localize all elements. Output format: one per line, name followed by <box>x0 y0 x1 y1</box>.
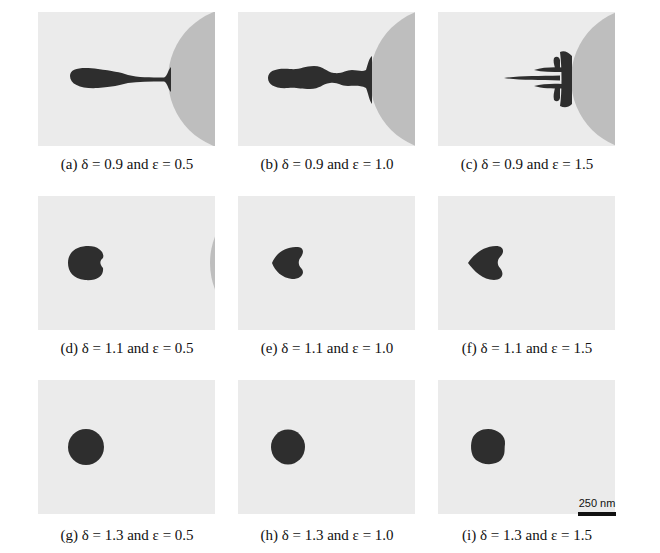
panel-caption: (f) δ = 1.1 and ε = 1.5 <box>462 339 593 357</box>
panel-caption: (i) δ = 1.3 and ε = 1.5 <box>462 526 592 544</box>
panel-f <box>438 196 615 330</box>
panel-e <box>238 196 415 330</box>
panel-h <box>238 380 415 514</box>
panel-c <box>438 12 615 146</box>
panel-caption: (g) δ = 1.3 and ε = 0.5 <box>60 526 193 544</box>
panel-g <box>38 380 215 514</box>
panel-caption: (b) δ = 0.9 and ε = 1.0 <box>260 155 393 173</box>
panel-caption: (h) δ = 1.3 and ε = 1.0 <box>260 526 393 544</box>
scale-bar <box>578 512 616 516</box>
panel-caption: (d) δ = 1.1 and ε = 0.5 <box>60 339 193 357</box>
panel-caption: (e) δ = 1.1 and ε = 1.0 <box>261 339 393 357</box>
panel-b <box>238 12 415 146</box>
panel-i <box>438 380 615 514</box>
scale-label: 250 nm <box>579 497 616 510</box>
panel-caption: (c) δ = 0.9 and ε = 1.5 <box>461 155 593 173</box>
panel-d <box>38 196 215 330</box>
panel-caption: (a) δ = 0.9 and ε = 0.5 <box>61 155 193 173</box>
panel-a <box>38 12 215 146</box>
